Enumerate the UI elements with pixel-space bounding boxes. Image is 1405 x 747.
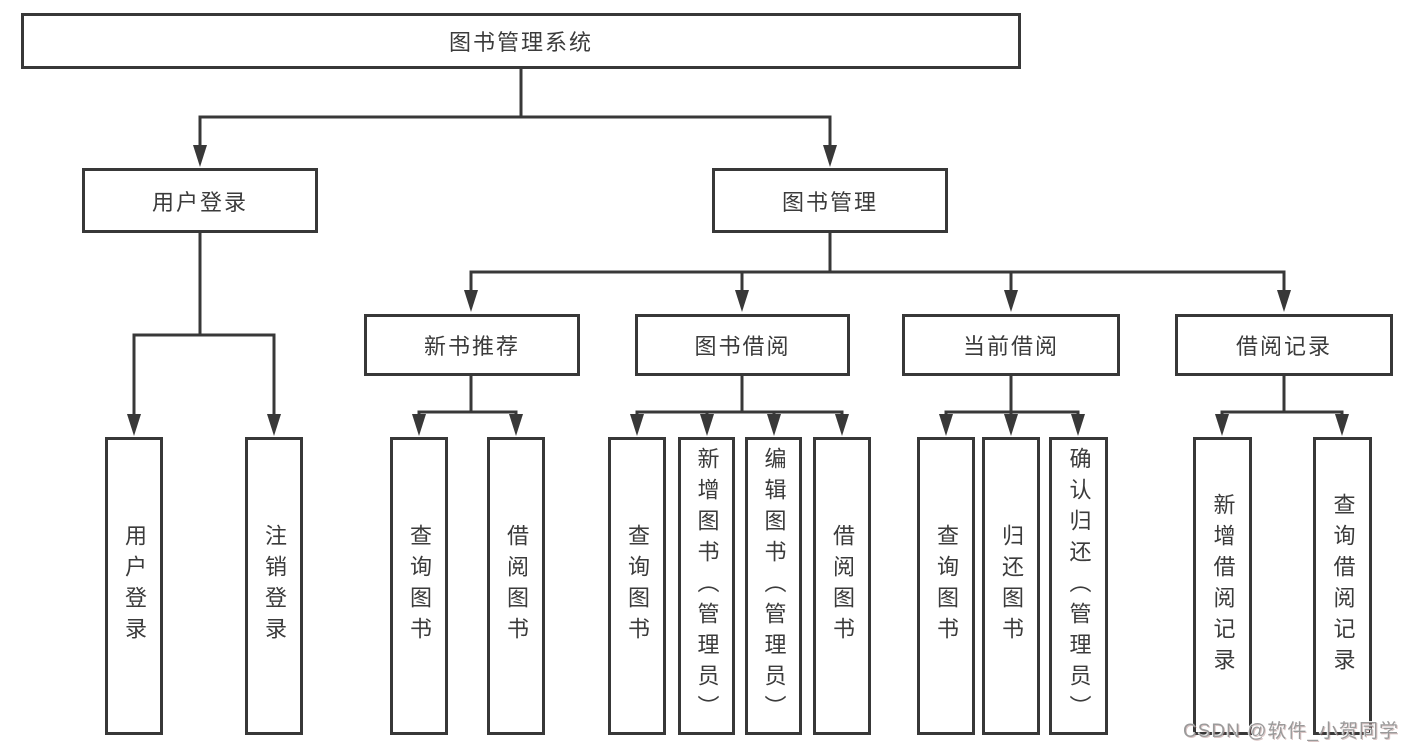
leaf-label: 确认归还（管理员）	[1066, 446, 1092, 726]
node-borrowing-records: 借阅记录	[1175, 314, 1393, 376]
node-label: 借阅记录	[1235, 334, 1332, 359]
leaf-confirm-return-admin: 确认归还（管理员）	[1049, 437, 1108, 735]
leaf-label: 查询图书	[625, 524, 650, 648]
node-label: 当前借阅	[962, 334, 1059, 359]
node-current-borrowing: 当前借阅	[902, 314, 1120, 376]
leaf-label: 借阅图书	[830, 524, 855, 648]
leaf-borrow-query-books: 查询图书	[608, 437, 666, 735]
leaf-current-query-books: 查询图书	[917, 437, 975, 735]
leaf-logout: 注销登录	[245, 437, 303, 735]
node-label: 用户登录	[151, 189, 248, 215]
leaf-label: 借阅图书	[504, 524, 529, 648]
leaf-borrow-book: 借阅图书	[813, 437, 871, 735]
leaf-label: 新增借阅记录	[1210, 493, 1236, 679]
node-user-login: 用户登录	[82, 168, 318, 233]
node-book-management: 图书管理	[712, 168, 948, 233]
node-library-system: 图书管理系统	[21, 13, 1021, 69]
leaf-label: 用户登录	[122, 524, 147, 648]
leaf-label: 归还图书	[999, 524, 1024, 648]
node-new-book-recommend: 新书推荐	[364, 314, 580, 376]
leaf-edit-book-admin: 编辑图书（管理员）	[745, 437, 802, 735]
node-book-borrowing: 图书借阅	[635, 314, 850, 376]
leaf-label: 查询借阅记录	[1330, 493, 1356, 679]
leaf-user-login: 用户登录	[105, 437, 163, 735]
leaf-return-book: 归还图书	[982, 437, 1040, 735]
leaf-query-borrow-record: 查询借阅记录	[1313, 437, 1372, 735]
node-label: 图书管理	[781, 189, 878, 215]
leaf-recommend-query-books: 查询图书	[390, 437, 448, 735]
leaf-label: 查询图书	[407, 524, 432, 648]
node-label: 图书借阅	[694, 334, 791, 359]
node-label: 新书推荐	[423, 334, 520, 359]
leaf-add-borrow-record: 新增借阅记录	[1193, 437, 1252, 735]
node-label: 图书管理系统	[448, 30, 593, 55]
leaf-label: 新增图书（管理员）	[694, 446, 720, 726]
leaf-add-book-admin: 新增图书（管理员）	[678, 437, 735, 735]
leaf-label: 编辑图书（管理员）	[761, 446, 787, 726]
leaf-label: 查询图书	[934, 524, 959, 648]
leaf-recommend-borrow-books: 借阅图书	[487, 437, 545, 735]
csdn-watermark: CSDN @软件_小贺同学	[1183, 721, 1399, 742]
leaf-label: 注销登录	[262, 524, 287, 648]
